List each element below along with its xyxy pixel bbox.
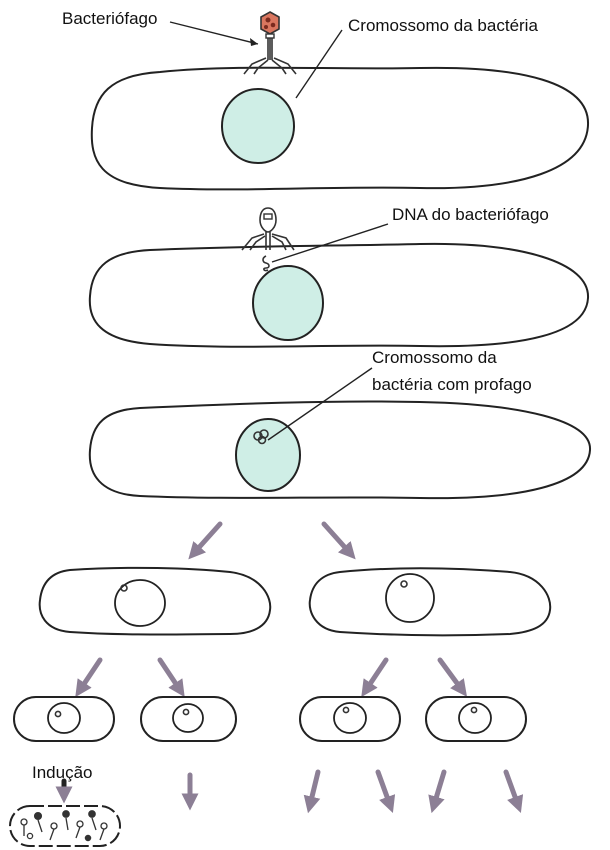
chromosome-right [385,573,435,623]
bacterial-chromosome-2 [252,265,324,341]
arrow-gen2-4 [437,657,468,697]
phage-dna-pointer [271,223,389,263]
prophage-icon [253,429,269,445]
arrow-gen2-3 [361,657,389,698]
prophage-right-icon [400,580,408,588]
label-induction: Indução [32,763,93,782]
arrow-gen3-4 [428,769,447,814]
bacterium-cell-2 [88,242,590,348]
chromosome-gen2-3 [333,702,367,734]
chromosome-gen2-4 [458,702,492,734]
label-prophage-line1: Cromossomo da [372,348,497,367]
bacteriophage-icon [243,11,297,75]
label-prophage-line2: bactéria com profago [372,375,532,394]
prophage-left-icon [120,584,128,592]
arrow-gen3-3 [375,769,396,813]
stage-1-attachment: Bacteriófago Cromossomo da bactéria [62,9,590,191]
label-phage-dna: DNA do bacteriófago [392,205,549,224]
stage-2-injection: DNA do bacteriófago [88,205,590,348]
arrow-gen2-2 [157,657,185,698]
stage-4-division [38,566,552,637]
empty-phage-icon [241,207,295,251]
arrow-division-left [188,521,223,560]
injected-dna-icon [262,255,270,272]
stage-5-cells [13,696,527,742]
arrow-gen3-2 [303,769,321,814]
chromosome-gen2-1 [47,702,81,734]
prophage-pointer [267,367,373,441]
lysing-cell [9,805,121,847]
chromosome-left [114,579,166,627]
arrow-gen2-1 [75,657,103,698]
bacterial-chromosome-3 [235,418,301,492]
label-bacterial-chromosome: Cromossomo da bactéria [348,16,538,35]
arrow-gen3-5 [503,769,524,813]
arrow-division-right [321,521,356,560]
bacterial-chromosome-1 [221,88,295,164]
bacterium-cell-1 [90,66,590,191]
bacterium-cell-3 [88,400,592,500]
bacteriophage-pointer [169,21,259,45]
released-phages-icon [20,810,108,842]
stage-3-prophage: Cromossomo da bactéria com profago [88,348,592,500]
chromosome-gen2-2 [172,703,204,733]
chromosome-pointer [295,29,343,99]
label-bacteriophage: Bacteriófago [62,9,157,28]
